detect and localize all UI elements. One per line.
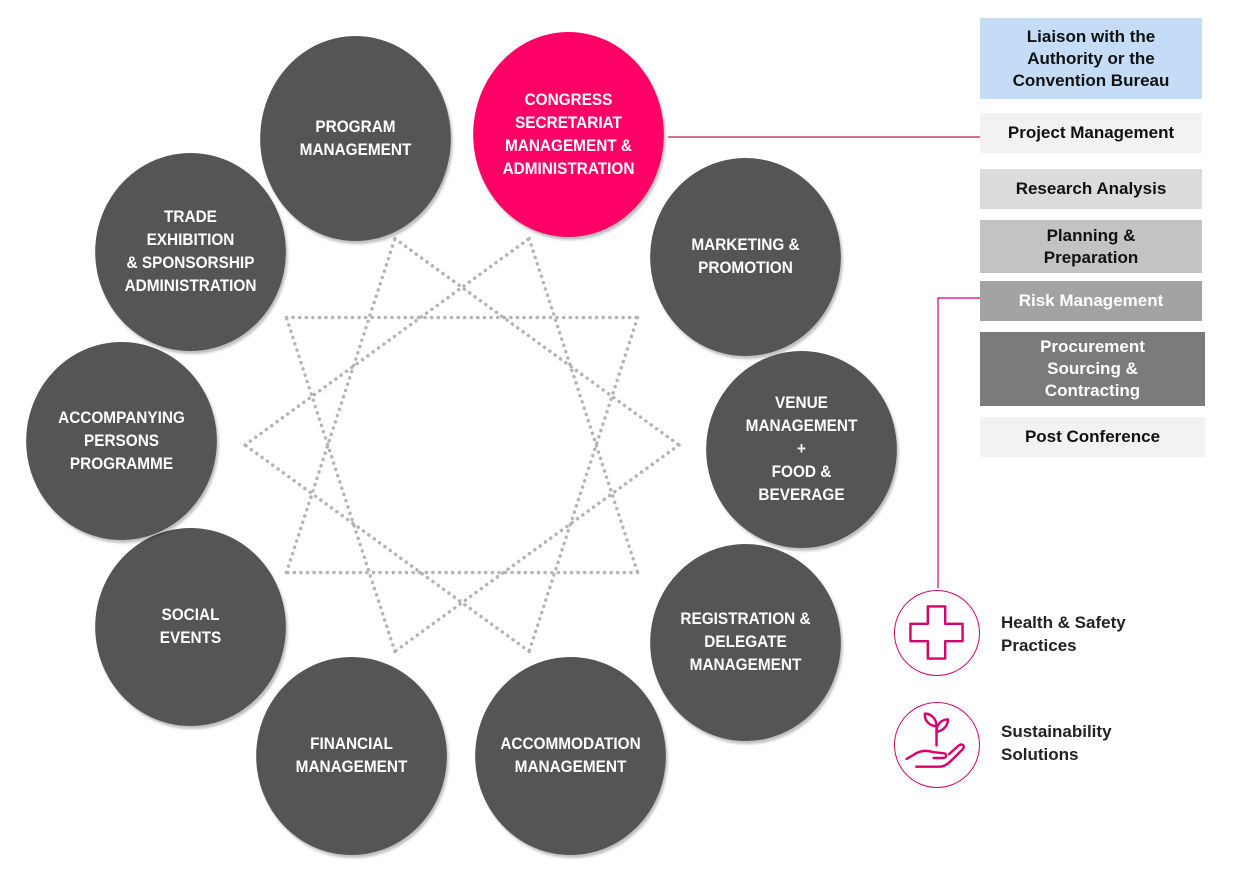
sidebar-item-liaison[interactable]: Liaison with the Authority or the Conven… — [980, 18, 1202, 99]
circle-registration-delegate[interactable]: REGISTRATION & DELEGATE MANAGEMENT — [650, 544, 841, 741]
circle-label: PROGRAM MANAGEMENT — [299, 117, 412, 159]
circle-accompanying-persons[interactable]: ACCOMPANYING PERSONS PROGRAMME — [26, 342, 217, 540]
sidebar-item-planning-preparation[interactable]: Planning & Preparation — [980, 220, 1202, 273]
web-connection-line — [284, 236, 397, 575]
circle-financial-management[interactable]: FINANCIAL MANAGEMENT — [256, 657, 447, 855]
circle-label: MARKETING & PROMOTION — [691, 236, 800, 277]
circle-social-events[interactable]: SOCIAL EVENTS — [95, 528, 286, 726]
circle-label: ACCOMMODATION MANAGEMENT — [500, 735, 641, 776]
circle-accommodation-management[interactable]: ACCOMMODATION MANAGEMENT — [475, 657, 666, 855]
circle-label: SOCIAL EVENTS — [159, 606, 222, 647]
circle-label: ACCOMPANYING PERSONS PROGRAMME — [58, 408, 185, 473]
web-connection-line — [243, 236, 531, 447]
web-connection-line — [393, 443, 681, 654]
hand-sprout-icon — [894, 702, 980, 788]
medical-cross-icon — [894, 590, 980, 676]
web-connection-line — [527, 315, 640, 654]
web-connection-line — [243, 443, 531, 654]
circle-congress-secretariat[interactable]: CONGRESS SECRETARIAT MANAGEMENT & ADMINI… — [473, 32, 664, 237]
circle-marketing-promotion[interactable]: MARKETING & PROMOTION — [650, 158, 841, 356]
sidebar-item-risk-management[interactable]: Risk Management — [980, 281, 1202, 321]
circle-program-management[interactable]: PROGRAM MANAGEMENT — [260, 36, 451, 241]
sidebar-item-research-analysis[interactable]: Research Analysis — [980, 169, 1202, 209]
web-connection-line — [284, 315, 397, 654]
circle-venue-management[interactable]: VENUE MANAGEMENT + FOOD & BEVERAGE — [706, 351, 897, 548]
circle-label: REGISTRATION & DELEGATE MANAGEMENT — [680, 610, 811, 674]
circle-label: TRADE EXHIBITION & SPONSORSHIP ADMINISTR… — [124, 208, 257, 295]
sidebar-item-project-management[interactable]: Project Management — [980, 113, 1202, 153]
circle-trade-exhibition[interactable]: TRADE EXHIBITION & SPONSORSHIP ADMINISTR… — [95, 153, 286, 351]
circle-label: VENUE MANAGEMENT + FOOD & BEVERAGE — [745, 394, 858, 504]
sustainability-label: Sustainability Solutions — [1001, 722, 1112, 764]
circle-label: CONGRESS SECRETARIAT MANAGEMENT & ADMINI… — [502, 90, 635, 178]
sidebar-item-procurement[interactable]: Procurement Sourcing & Contracting — [980, 332, 1205, 406]
web-connection-line — [527, 236, 640, 575]
web-connection-line — [393, 236, 681, 447]
health-safety-label: Health & Safety Practices — [1001, 613, 1126, 655]
risk-to-health-connector — [937, 297, 980, 588]
circle-label: FINANCIAL MANAGEMENT — [295, 735, 408, 776]
sidebar-item-post-conference[interactable]: Post Conference — [980, 417, 1205, 457]
